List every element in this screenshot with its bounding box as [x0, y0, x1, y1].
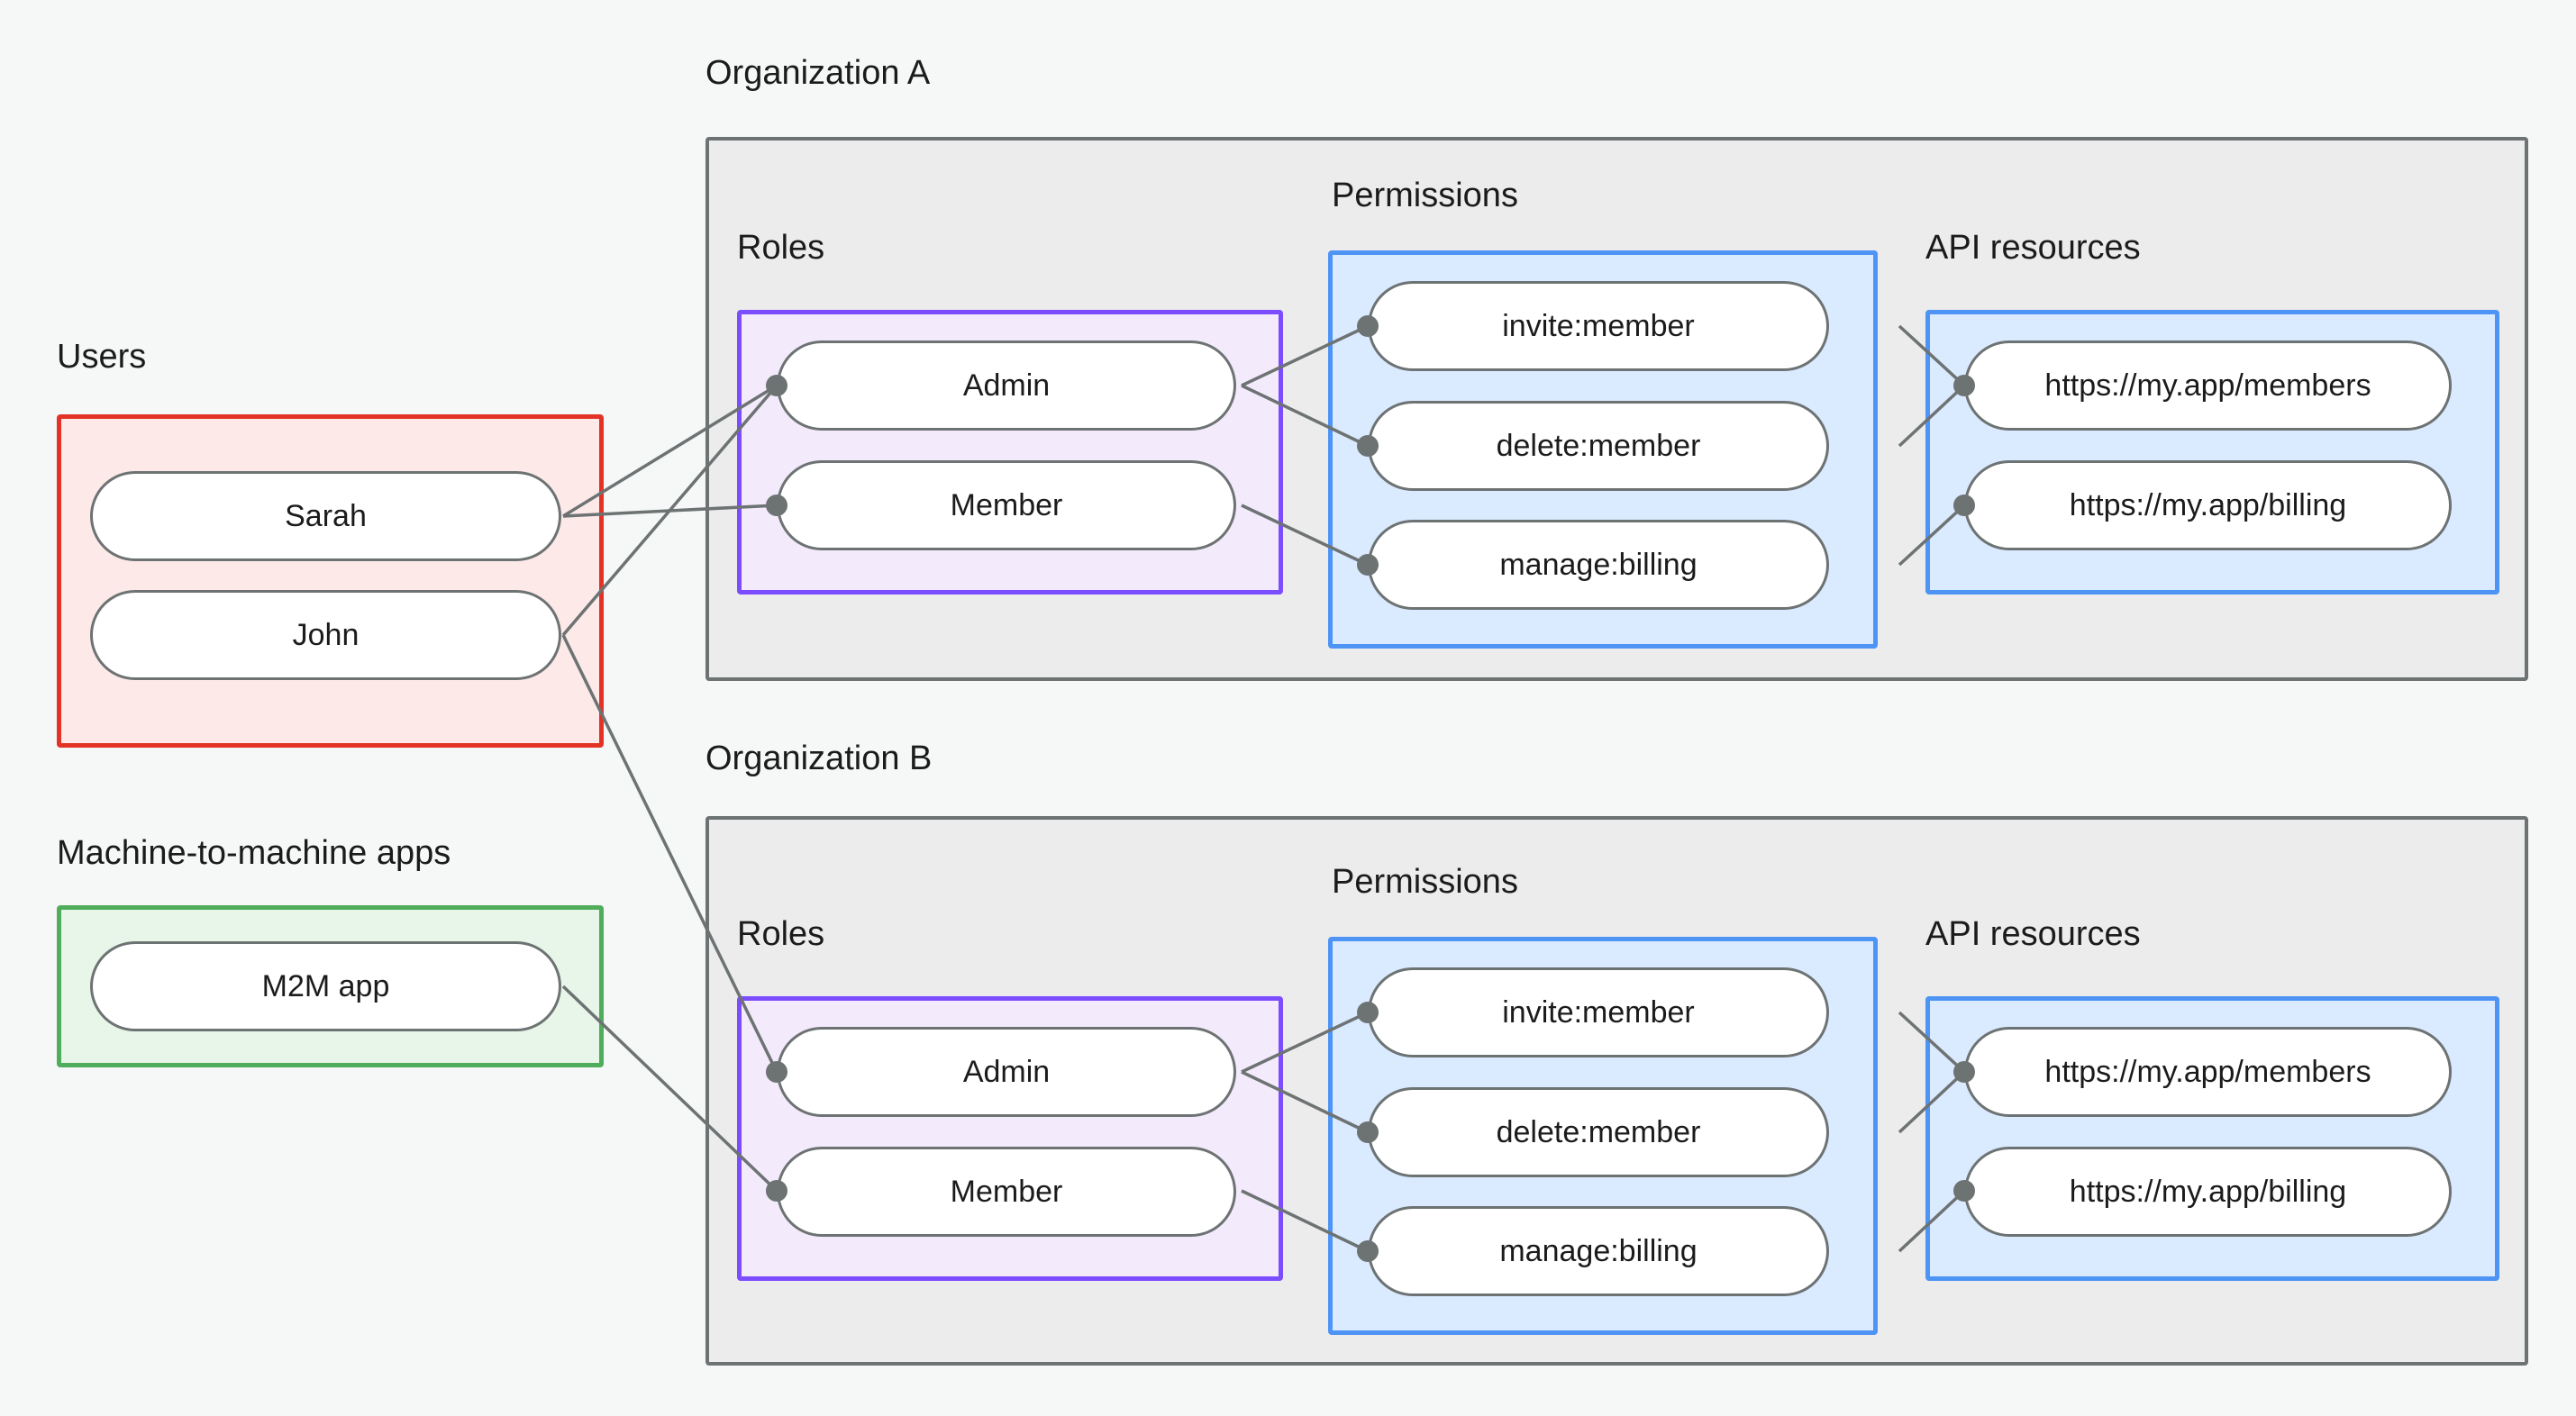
m2m-label: Machine-to-machine apps: [57, 834, 451, 872]
org-a-role-member[interactable]: Member: [777, 460, 1236, 550]
m2m-node-app[interactable]: M2M app: [90, 941, 561, 1031]
org-a-api-resource-members[interactable]: https://my.app/members: [1964, 340, 2452, 431]
org-a-label: Organization A: [705, 54, 931, 92]
org-b-role-admin[interactable]: Admin: [777, 1027, 1236, 1117]
org-a-role-admin[interactable]: Admin: [777, 340, 1236, 431]
org-a-api-resource-billing[interactable]: https://my.app/billing: [1964, 460, 2452, 550]
org-a-permission-manage-billing[interactable]: manage:billing: [1368, 520, 1829, 610]
org-a-roles-label: Roles: [737, 229, 825, 267]
user-node-john[interactable]: John: [90, 590, 561, 680]
org-b-role-member[interactable]: Member: [777, 1147, 1236, 1237]
org-a-api-resources-label: API resources: [1925, 229, 2141, 267]
org-b-permission-delete-member[interactable]: delete:member: [1368, 1087, 1829, 1177]
org-a-permission-delete-member[interactable]: delete:member: [1368, 401, 1829, 491]
user-node-sarah[interactable]: Sarah: [90, 471, 561, 561]
users-label: Users: [57, 338, 147, 376]
org-b-api-resource-billing[interactable]: https://my.app/billing: [1964, 1147, 2452, 1237]
users-cluster: [57, 414, 604, 748]
org-a-permission-invite-member[interactable]: invite:member: [1368, 281, 1829, 371]
org-b-permission-invite-member[interactable]: invite:member: [1368, 967, 1829, 1057]
org-b-api-resource-members[interactable]: https://my.app/members: [1964, 1027, 2452, 1117]
org-a-permissions-label: Permissions: [1332, 177, 1518, 214]
org-b-roles-label: Roles: [737, 915, 825, 953]
org-b-permission-manage-billing[interactable]: manage:billing: [1368, 1206, 1829, 1296]
org-b-api-resources-label: API resources: [1925, 915, 2141, 953]
org-b-label: Organization B: [705, 740, 933, 777]
org-b-permissions-label: Permissions: [1332, 863, 1518, 901]
